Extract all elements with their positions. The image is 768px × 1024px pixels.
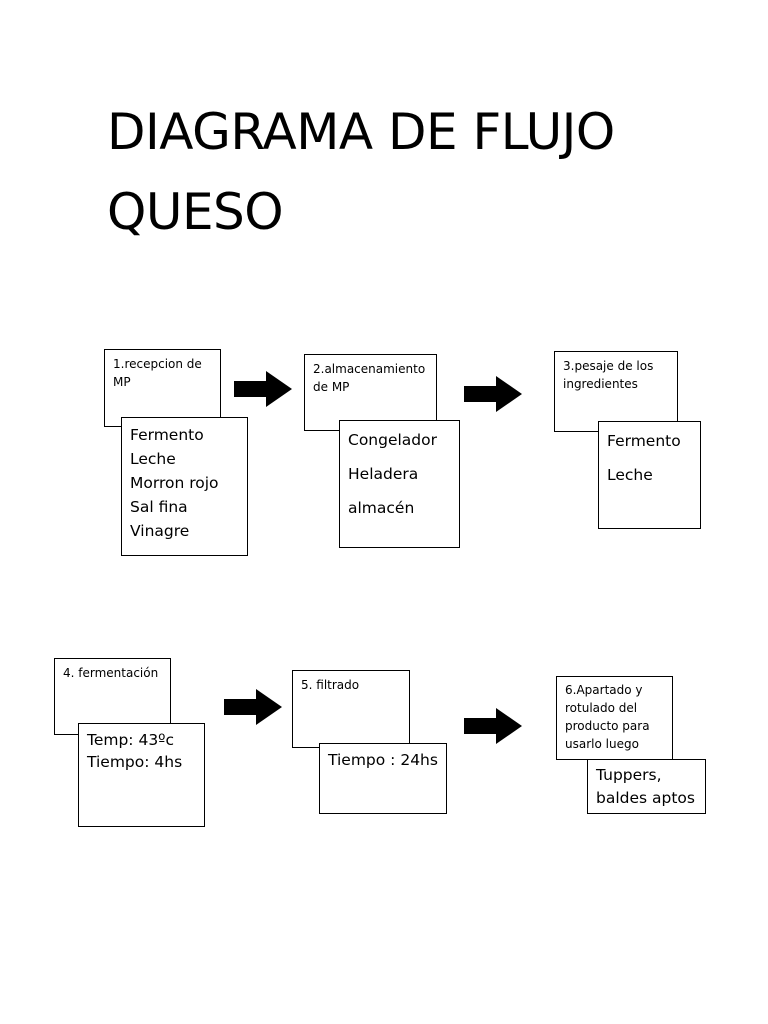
step-5-details-box: Tiempo : 24hs bbox=[319, 743, 447, 814]
step-1-detail-3: Morron rojo bbox=[130, 474, 219, 492]
arrow-right-icon bbox=[464, 708, 522, 744]
step-5-label: 5. filtrado bbox=[301, 678, 360, 692]
step-4-details-box: Temp: 43ºc Tiempo: 4hs bbox=[78, 723, 205, 827]
title-line-1: DIAGRAMA DE FLUJO bbox=[107, 103, 615, 161]
step-4-detail-2: Tiempo: 4hs bbox=[87, 753, 183, 771]
arrow-right-icon bbox=[464, 376, 522, 412]
step-2-details-box: Congelador Heladera almacén bbox=[339, 420, 460, 548]
arrow-right-icon bbox=[224, 689, 282, 725]
step-2-detail-1: Congelador bbox=[348, 431, 438, 449]
step-3-box: 3.pesaje de los ingredientes bbox=[554, 351, 678, 432]
step-1-detail-5: Vinagre bbox=[130, 522, 190, 540]
arrow-right-icon bbox=[234, 371, 292, 407]
step-6-detail-1: Tuppers, baldes aptos bbox=[596, 766, 695, 807]
title-line-2: QUESO bbox=[107, 183, 284, 241]
step-2-box: 2.almacenamiento de MP bbox=[304, 354, 437, 431]
step-4-detail-1: Temp: 43ºc bbox=[87, 731, 175, 749]
step-1-label: 1.recepcion de MP bbox=[113, 357, 202, 389]
step-6-details-box: Tuppers, baldes aptos bbox=[587, 759, 706, 814]
step-3-details-box: Fermento Leche bbox=[598, 421, 701, 529]
step-5-detail-1: Tiempo : 24hs bbox=[328, 751, 438, 769]
step-1-box: 1.recepcion de MP bbox=[104, 349, 221, 427]
step-1-detail-4: Sal fina bbox=[130, 498, 188, 516]
step-2-detail-3: almacén bbox=[348, 499, 415, 517]
step-2-detail-2: Heladera bbox=[348, 465, 419, 483]
step-3-detail-1: Fermento bbox=[607, 432, 681, 450]
step-3-detail-2: Leche bbox=[607, 466, 653, 484]
step-2-label: 2.almacenamiento de MP bbox=[313, 362, 426, 394]
step-1-details-box: Fermento Leche Morron rojo Sal fina Vina… bbox=[121, 417, 248, 556]
step-4-box: 4. fermentación bbox=[54, 658, 171, 735]
page-title: DIAGRAMA DE FLUJO QUESO bbox=[107, 92, 707, 252]
step-6-label: 6.Apartado y rotulado del producto para … bbox=[565, 683, 650, 751]
step-6-box: 6.Apartado y rotulado del producto para … bbox=[556, 676, 673, 760]
step-5-box: 5. filtrado bbox=[292, 670, 410, 748]
step-1-detail-2: Leche bbox=[130, 450, 176, 468]
step-1-detail-1: Fermento bbox=[130, 426, 204, 444]
step-4-label: 4. fermentación bbox=[63, 666, 159, 680]
step-3-label: 3.pesaje de los ingredientes bbox=[563, 359, 654, 391]
